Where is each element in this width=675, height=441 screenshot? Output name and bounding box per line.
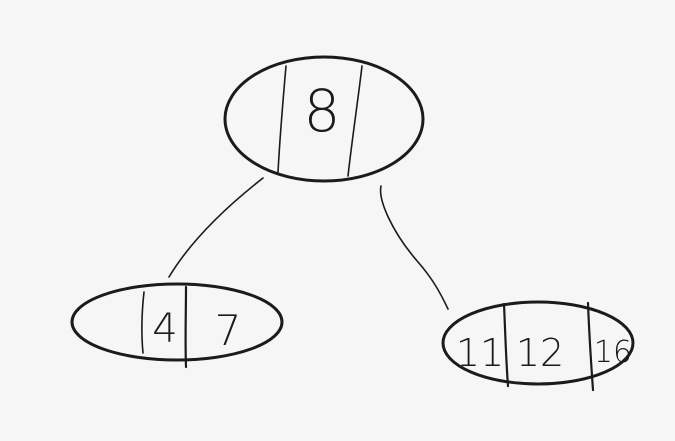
node-root-outline <box>223 55 425 183</box>
node-root: 8 <box>223 55 425 183</box>
node-right-child-outline <box>441 300 635 386</box>
edge-root-to-left-child <box>168 177 264 278</box>
node-left-child-key-1: 4 <box>152 306 177 352</box>
node-root-right-divider <box>347 65 363 177</box>
node-root-left-divider <box>277 65 287 173</box>
node-right-child-key-3: 16 <box>594 335 632 370</box>
node-left-child-left-divider <box>141 291 145 354</box>
node-right-child-divider-1 <box>502 302 510 388</box>
node-right-child-key-1: 11 <box>456 331 504 375</box>
node-right-child: 11 12 16 <box>441 300 635 392</box>
node-root-key-1: 8 <box>304 77 341 145</box>
node-left-child-key-2: 7 <box>215 306 242 355</box>
node-right-child-key-2: 12 <box>516 331 564 375</box>
edge-root-to-right-child <box>379 185 449 310</box>
node-left-child-outline <box>70 282 284 362</box>
node-right-child-divider-2 <box>586 301 595 392</box>
node-left-child: 4 7 <box>70 282 284 369</box>
